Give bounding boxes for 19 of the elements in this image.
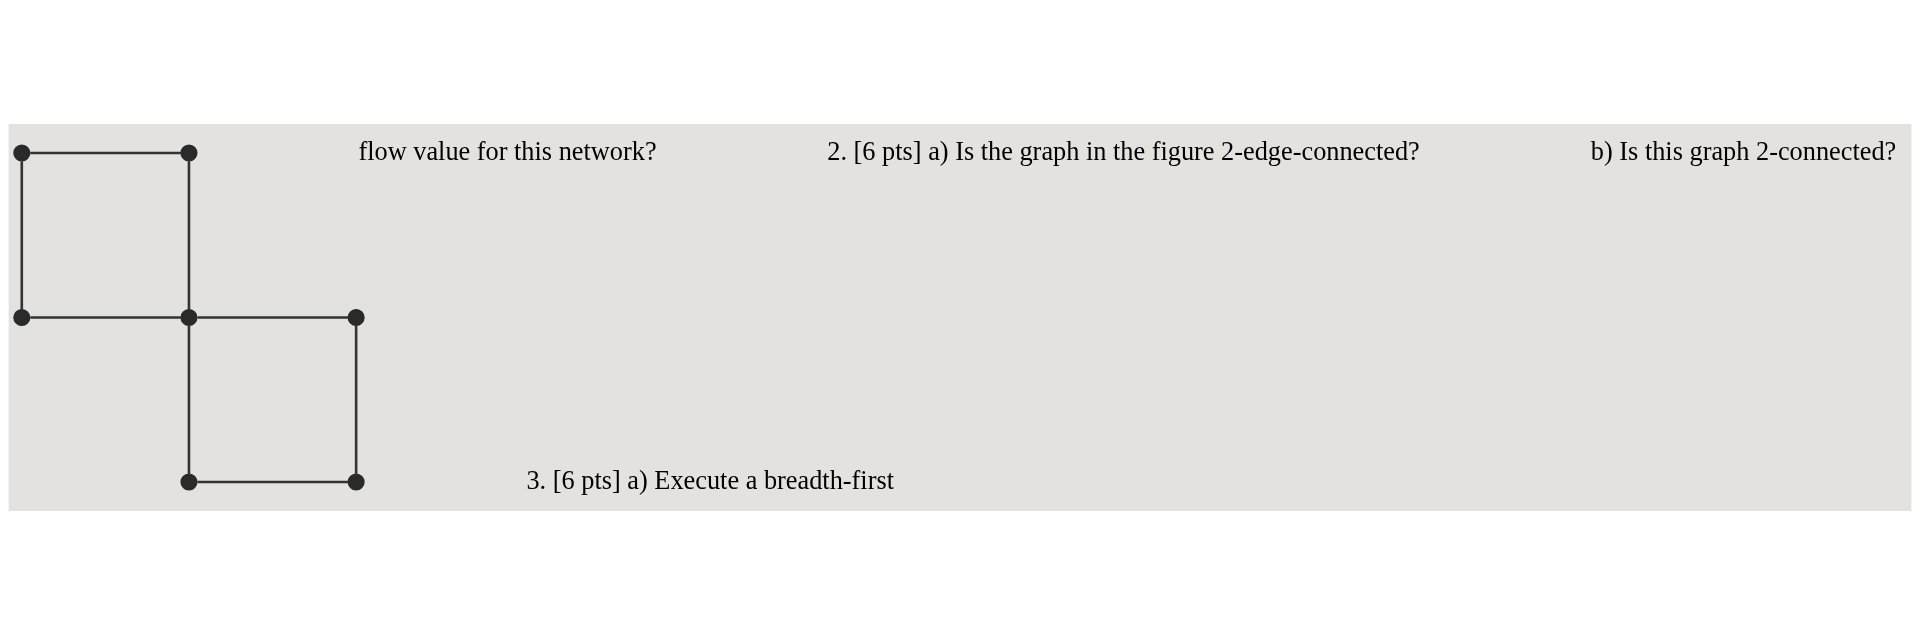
node-circle [347, 308, 365, 326]
node-circle [347, 472, 365, 491]
label: b) Is this graph 2-connected? [1590, 136, 1897, 166]
connector [30, 315, 181, 319]
connector [20, 160, 24, 309]
connector [197, 480, 349, 483]
node-circle [180, 472, 198, 491]
node-circle [13, 143, 31, 161]
connector [197, 315, 349, 319]
connector [30, 151, 181, 154]
node-circle [13, 308, 31, 326]
node-circle [180, 308, 198, 326]
connector [187, 160, 191, 309]
label: 2. [6 pts] a) Is the graph in the figure 2-edge-connected? [827, 136, 1420, 166]
node-circle [180, 143, 198, 161]
connector [354, 325, 358, 474]
connector [187, 325, 191, 474]
label: flow value for this network? [358, 136, 657, 166]
label: 3. [6 pts] a) Execute a breadth-first [526, 465, 894, 495]
